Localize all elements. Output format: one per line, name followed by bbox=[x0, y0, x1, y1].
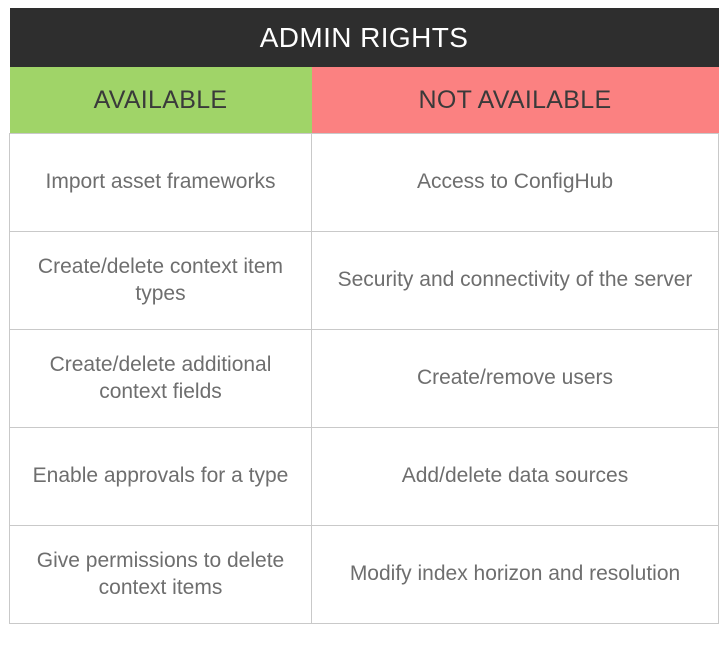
table-row: Enable approvals for a type Add/delete d… bbox=[9, 427, 719, 526]
table-cell-available: Enable approvals for a type bbox=[9, 427, 312, 526]
table-cell-text: Enable approvals for a type bbox=[32, 464, 289, 488]
admin-rights-table: ADMIN RIGHTS AVAILABLE NOT AVAILABLE Imp… bbox=[9, 8, 719, 624]
table-cell-not-available: Add/delete data sources bbox=[311, 427, 719, 526]
admin-rights-table-wrapper: ADMIN RIGHTS AVAILABLE NOT AVAILABLE Imp… bbox=[9, 8, 719, 624]
table-title-row: ADMIN RIGHTS bbox=[9, 8, 719, 67]
table-row: Create/delete additional context fields … bbox=[9, 329, 719, 428]
table-row: Create/delete context item types Securit… bbox=[9, 231, 719, 330]
table-header-row: AVAILABLE NOT AVAILABLE bbox=[9, 67, 719, 134]
page-title: ADMIN RIGHTS bbox=[259, 22, 469, 53]
table-cell-text: Modify index horizon and resolution bbox=[349, 562, 681, 586]
column-header-not-available-label: NOT AVAILABLE bbox=[418, 86, 612, 114]
table-cell-available: Create/delete additional context fields bbox=[9, 329, 312, 428]
table-cell-text: Create/delete additional context fields bbox=[49, 352, 272, 403]
table-cell-text: Import asset frameworks bbox=[45, 170, 276, 194]
table-cell-available: Create/delete context item types bbox=[9, 231, 312, 330]
table-row: Give permissions to delete context items… bbox=[9, 525, 719, 624]
column-header-not-available: NOT AVAILABLE bbox=[311, 67, 719, 134]
table-cell-text: Access to ConfigHub bbox=[416, 170, 614, 194]
column-header-available: AVAILABLE bbox=[9, 67, 312, 134]
table-cell-text: Give permissions to delete context items bbox=[36, 548, 285, 599]
table-cell-not-available: Modify index horizon and resolution bbox=[311, 525, 719, 624]
table-cell-not-available: Create/remove users bbox=[311, 329, 719, 428]
page-title-cell: ADMIN RIGHTS bbox=[9, 8, 719, 67]
table-cell-text: Add/delete data sources bbox=[401, 464, 629, 488]
table-cell-text: Create/remove users bbox=[416, 366, 614, 390]
table-cell-not-available: Access to ConfigHub bbox=[311, 133, 719, 232]
table-cell-available: Import asset frameworks bbox=[9, 133, 312, 232]
table-cell-available: Give permissions to delete context items bbox=[9, 525, 312, 624]
table-row: Import asset frameworks Access to Config… bbox=[9, 133, 719, 232]
table-cell-text: Security and connectivity of the server bbox=[337, 268, 693, 292]
table-cell-not-available: Security and connectivity of the server bbox=[311, 231, 719, 330]
column-header-available-label: AVAILABLE bbox=[93, 86, 228, 114]
table-cell-text: Create/delete context item types bbox=[37, 254, 284, 305]
